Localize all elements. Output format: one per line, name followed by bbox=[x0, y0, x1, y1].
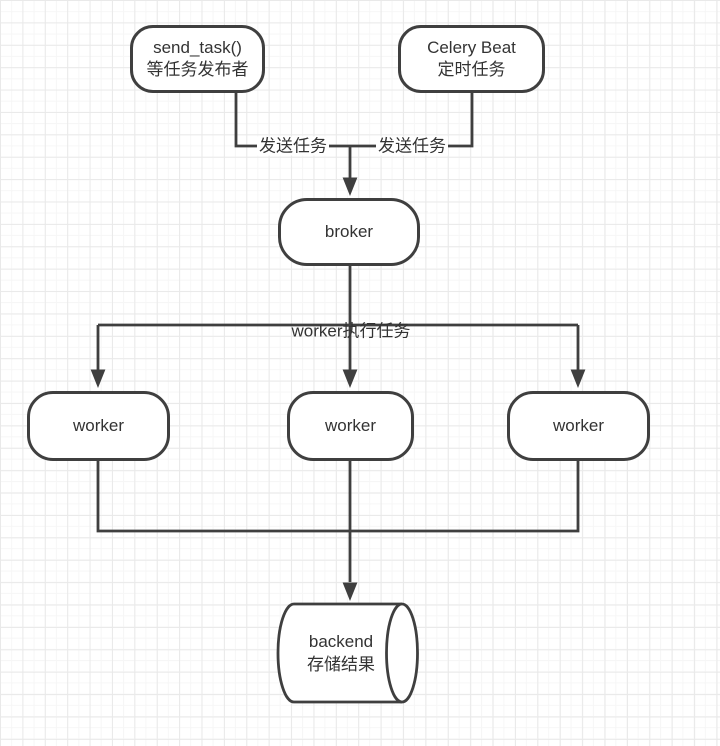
arrowhead-worker3 bbox=[570, 369, 586, 388]
node-broker: broker bbox=[278, 198, 420, 266]
node-send-task-publisher: send_task() 等任务发布者 bbox=[130, 25, 265, 93]
publisher-label-line1: send_task() bbox=[153, 38, 242, 57]
arrowhead-worker1 bbox=[90, 369, 106, 388]
worker3-label: worker bbox=[552, 416, 604, 435]
node-backend-cylinder-label: backend 存储结果 bbox=[280, 605, 402, 701]
edge-label-send-task-left: 发送任务 bbox=[257, 136, 329, 156]
worker1-label: worker bbox=[72, 416, 124, 435]
node-worker-1: worker bbox=[27, 391, 170, 461]
edge-workers-merge bbox=[96, 461, 580, 533]
arrowhead-backend bbox=[342, 582, 358, 601]
backend-label-line1: backend bbox=[308, 632, 374, 651]
broker-label: broker bbox=[324, 222, 374, 241]
edge-label-send-task-right: 发送任务 bbox=[376, 136, 448, 156]
publisher-label-line2: 等任务发布者 bbox=[146, 60, 249, 79]
backend-label-line2: 存储结果 bbox=[307, 655, 375, 674]
node-worker-2: worker bbox=[287, 391, 414, 461]
beat-label-line2: 定时任务 bbox=[437, 60, 506, 79]
node-celery-beat: Celery Beat 定时任务 bbox=[398, 25, 545, 93]
node-worker-3: worker bbox=[507, 391, 650, 461]
arrowhead-broker bbox=[342, 177, 358, 196]
backend-cylinder-body bbox=[276, 602, 402, 704]
backend-cylinder-cap bbox=[385, 602, 419, 704]
edge-label-worker-exec: worker执行任务 bbox=[291, 321, 411, 341]
worker2-label: worker bbox=[324, 416, 376, 435]
arrowhead-worker2 bbox=[342, 369, 358, 388]
beat-label-line1: Celery Beat bbox=[427, 38, 516, 57]
